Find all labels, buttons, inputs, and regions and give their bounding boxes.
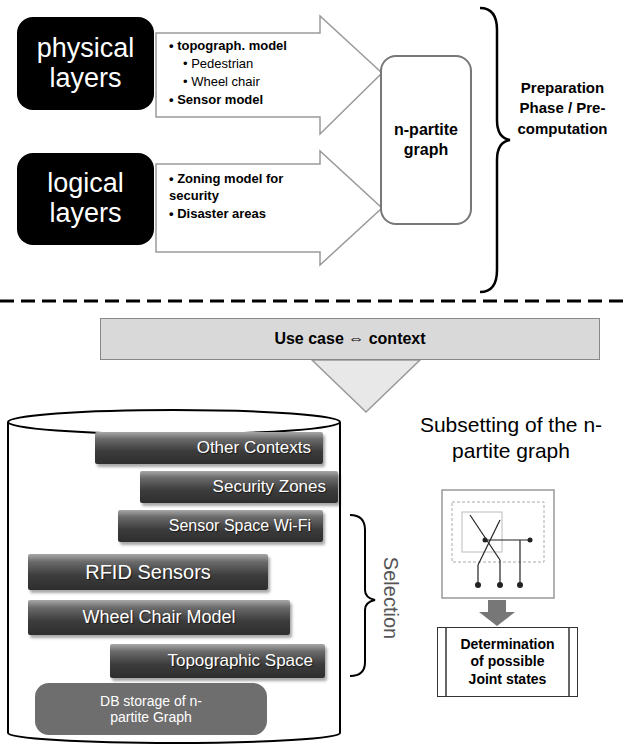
graph-vertex bbox=[483, 538, 488, 543]
box-text: DB storage of n-partite Graph bbox=[91, 693, 211, 725]
graph-edge bbox=[499, 560, 500, 585]
thumbnail-zone bbox=[452, 502, 544, 562]
box-text: logical layers bbox=[25, 169, 146, 228]
layer-name: Sensor Space Wi-Fi bbox=[169, 517, 311, 535]
block-arrow: • Zoning model for security• Disaster ar… bbox=[155, 150, 383, 266]
layer-box: physical layers bbox=[17, 17, 154, 110]
bullet-text: • Zoning model for security bbox=[169, 170, 312, 204]
box-text: physical layers bbox=[25, 34, 146, 93]
db-layer-slab: Other Contexts bbox=[95, 432, 323, 464]
database-cylinder bbox=[8, 422, 340, 743]
box-text: Determination of possible Joint states bbox=[456, 636, 559, 689]
down-arrow bbox=[479, 600, 515, 626]
cylinder-top bbox=[8, 410, 340, 434]
selection-label: Selection bbox=[379, 557, 403, 639]
db-layer-slab: Sensor Space Wi-Fi bbox=[118, 510, 323, 542]
bullet-text: • Disaster areas bbox=[169, 205, 312, 222]
box-text: Use case ⇔ context bbox=[274, 329, 425, 348]
db-storage-box: DB storage of n-partite Graph bbox=[35, 683, 267, 735]
graph-vertex bbox=[528, 538, 533, 543]
bullet-text: • Sensor model bbox=[169, 91, 312, 108]
layer-name: RFID Sensors bbox=[85, 561, 211, 583]
graph-edge bbox=[485, 539, 530, 540]
phase-label: Preparation Phase / Pre-computation bbox=[505, 78, 620, 139]
graph-edge bbox=[478, 520, 500, 565]
thumbnail-frame bbox=[442, 490, 554, 598]
layer-name: Wheel Chair Model bbox=[82, 608, 235, 628]
down-arrow bbox=[312, 360, 420, 412]
layer-name: Other Contexts bbox=[197, 439, 311, 458]
curly-brace bbox=[480, 8, 510, 292]
graph-thumbnail bbox=[442, 490, 554, 598]
bullet-text: • Pedestrian bbox=[169, 55, 312, 72]
block-arrow-outline bbox=[156, 151, 382, 265]
bullet-text: • topograph. model bbox=[169, 37, 312, 54]
bullet-text: • Wheel chair bbox=[169, 73, 312, 90]
section-heading: Subsetting of the n-partite graph bbox=[400, 412, 622, 465]
layer-box: logical layers bbox=[17, 153, 154, 245]
side-bar bbox=[568, 627, 570, 697]
graph-vertex bbox=[497, 582, 503, 588]
db-layer-slab: RFID Sensors bbox=[28, 554, 268, 590]
side-bar bbox=[445, 627, 447, 697]
layer-name: Security Zones bbox=[213, 478, 326, 497]
layer-name: Topographic Space bbox=[167, 652, 313, 671]
graph-edge bbox=[470, 515, 500, 560]
db-layer-slab: Wheel Chair Model bbox=[28, 600, 290, 635]
graph-vertex bbox=[475, 582, 481, 588]
db-layer-slab: Security Zones bbox=[140, 471, 338, 503]
graph-edge bbox=[519, 540, 520, 585]
db-layer-slab: Topographic Space bbox=[110, 644, 325, 678]
curly-brace bbox=[350, 515, 375, 676]
context-banner: Use case ⇔ context bbox=[100, 318, 600, 360]
process-box: Determination of possible Joint states bbox=[437, 627, 578, 697]
block-arrow-outline bbox=[156, 16, 382, 134]
block-arrow: • topograph. model• Pedestrian• Wheel ch… bbox=[155, 15, 383, 135]
dashed-separator bbox=[0, 300, 626, 303]
graph-box: n-partite graph bbox=[380, 55, 472, 225]
graph-vertex bbox=[517, 582, 523, 588]
box-text: n-partite graph bbox=[390, 120, 462, 160]
